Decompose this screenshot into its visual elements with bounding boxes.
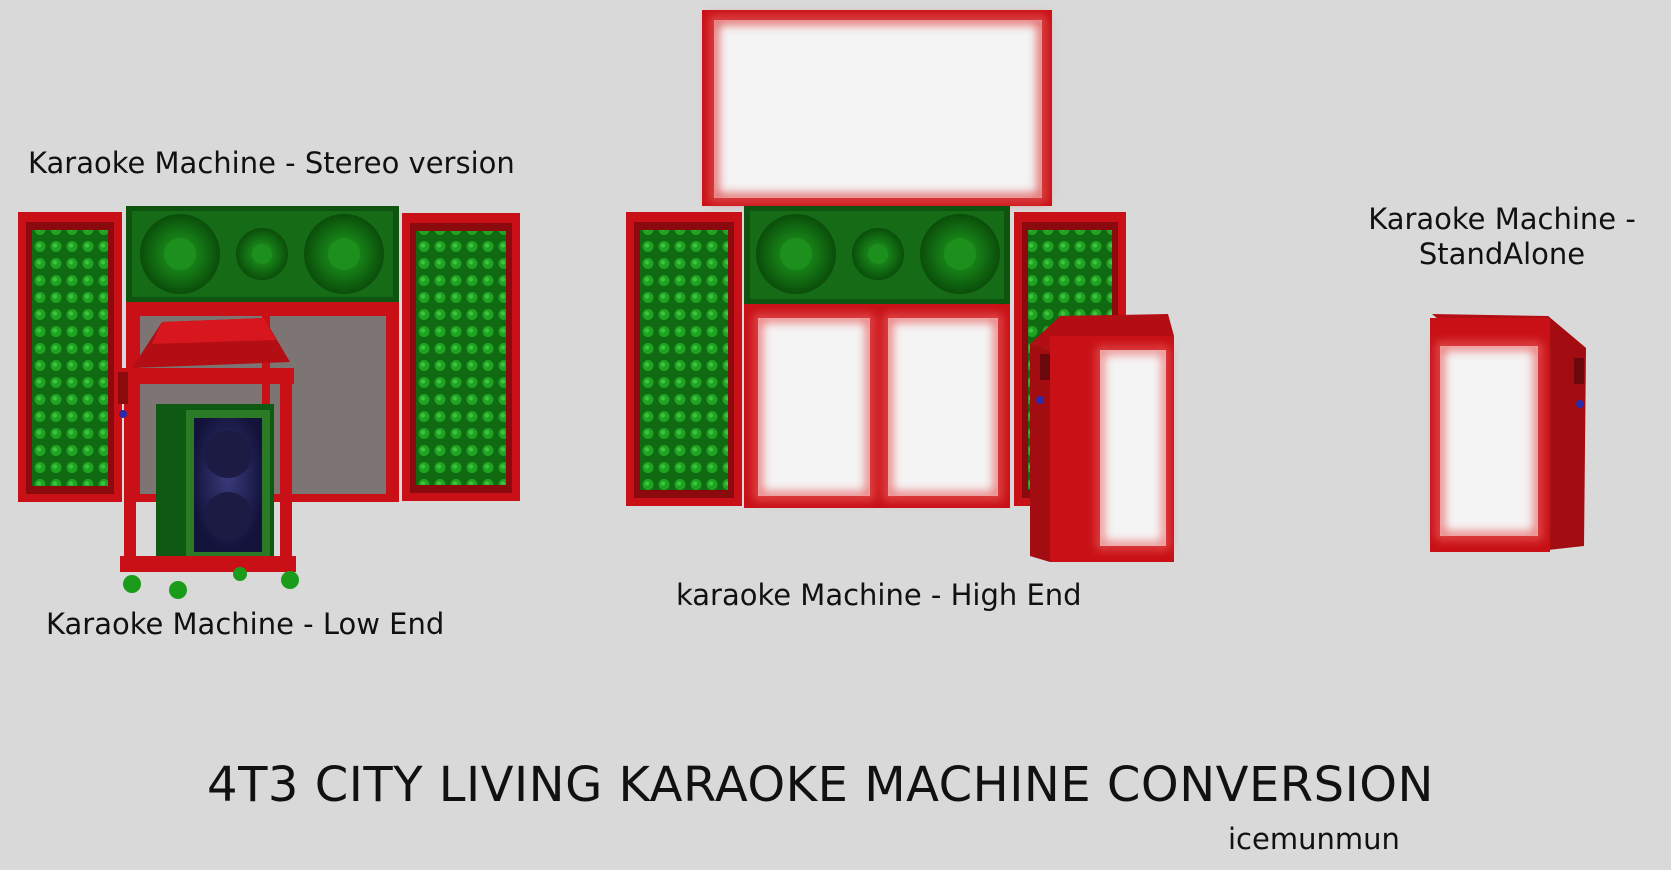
author-credit: icemunmun <box>1228 822 1400 856</box>
high-end-machine <box>626 10 1174 562</box>
low-end-machine <box>118 318 299 599</box>
standalone-machine <box>1430 314 1586 552</box>
stereo-version-label: Karaoke Machine - Stereo version <box>28 146 515 180</box>
low-end-label: Karaoke Machine - Low End <box>46 607 445 641</box>
page-title: 4T3 CITY LIVING KARAOKE MACHINE CONVERSI… <box>207 757 1434 813</box>
standalone-label-line2: StandAlone <box>1418 236 1586 271</box>
high-end-label: karaoke Machine - High End <box>676 578 1082 612</box>
standalone-label: Karaoke Machine - StandAlone <box>1352 202 1652 272</box>
standalone-label-line1: Karaoke Machine - <box>1368 202 1636 236</box>
